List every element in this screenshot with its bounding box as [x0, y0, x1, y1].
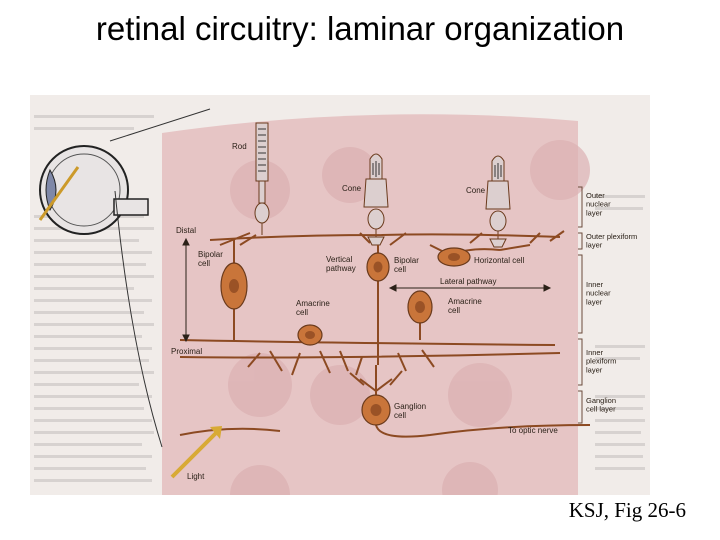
figure-caption: KSJ, Fig 26-6 [568, 498, 686, 522]
label-cone-right: Cone [466, 186, 486, 195]
rod-cell [254, 122, 270, 235]
label-horizontal-cell: Horizontal cell [474, 256, 524, 265]
label-cone-left: Cone [342, 184, 362, 193]
backdrop-cells [228, 140, 590, 495]
light-arrow-icon [170, 426, 222, 479]
label-proximal: Proximal [171, 347, 202, 356]
faded-book-text [34, 115, 645, 482]
distal-proximal-arrow [182, 237, 190, 343]
neuron-somas [220, 247, 471, 426]
label-distal: Distal [176, 226, 196, 235]
cone-cell-left [363, 153, 389, 246]
label-light: Light [187, 472, 205, 481]
zoom-line-top [109, 108, 211, 142]
neural-processes [179, 230, 591, 438]
layer-brackets [578, 186, 583, 424]
slide-title: retinal circuitry: laminar organization [95, 10, 625, 47]
label-rod: Rod [232, 142, 247, 151]
zoom-line-bottom [114, 190, 163, 448]
eye-icon [38, 145, 149, 235]
lateral-pathway-arrow [388, 284, 552, 292]
label-optic-nerve: To optic nerve [508, 426, 558, 435]
label-lateral-pathway: Lateral pathway [440, 277, 496, 286]
